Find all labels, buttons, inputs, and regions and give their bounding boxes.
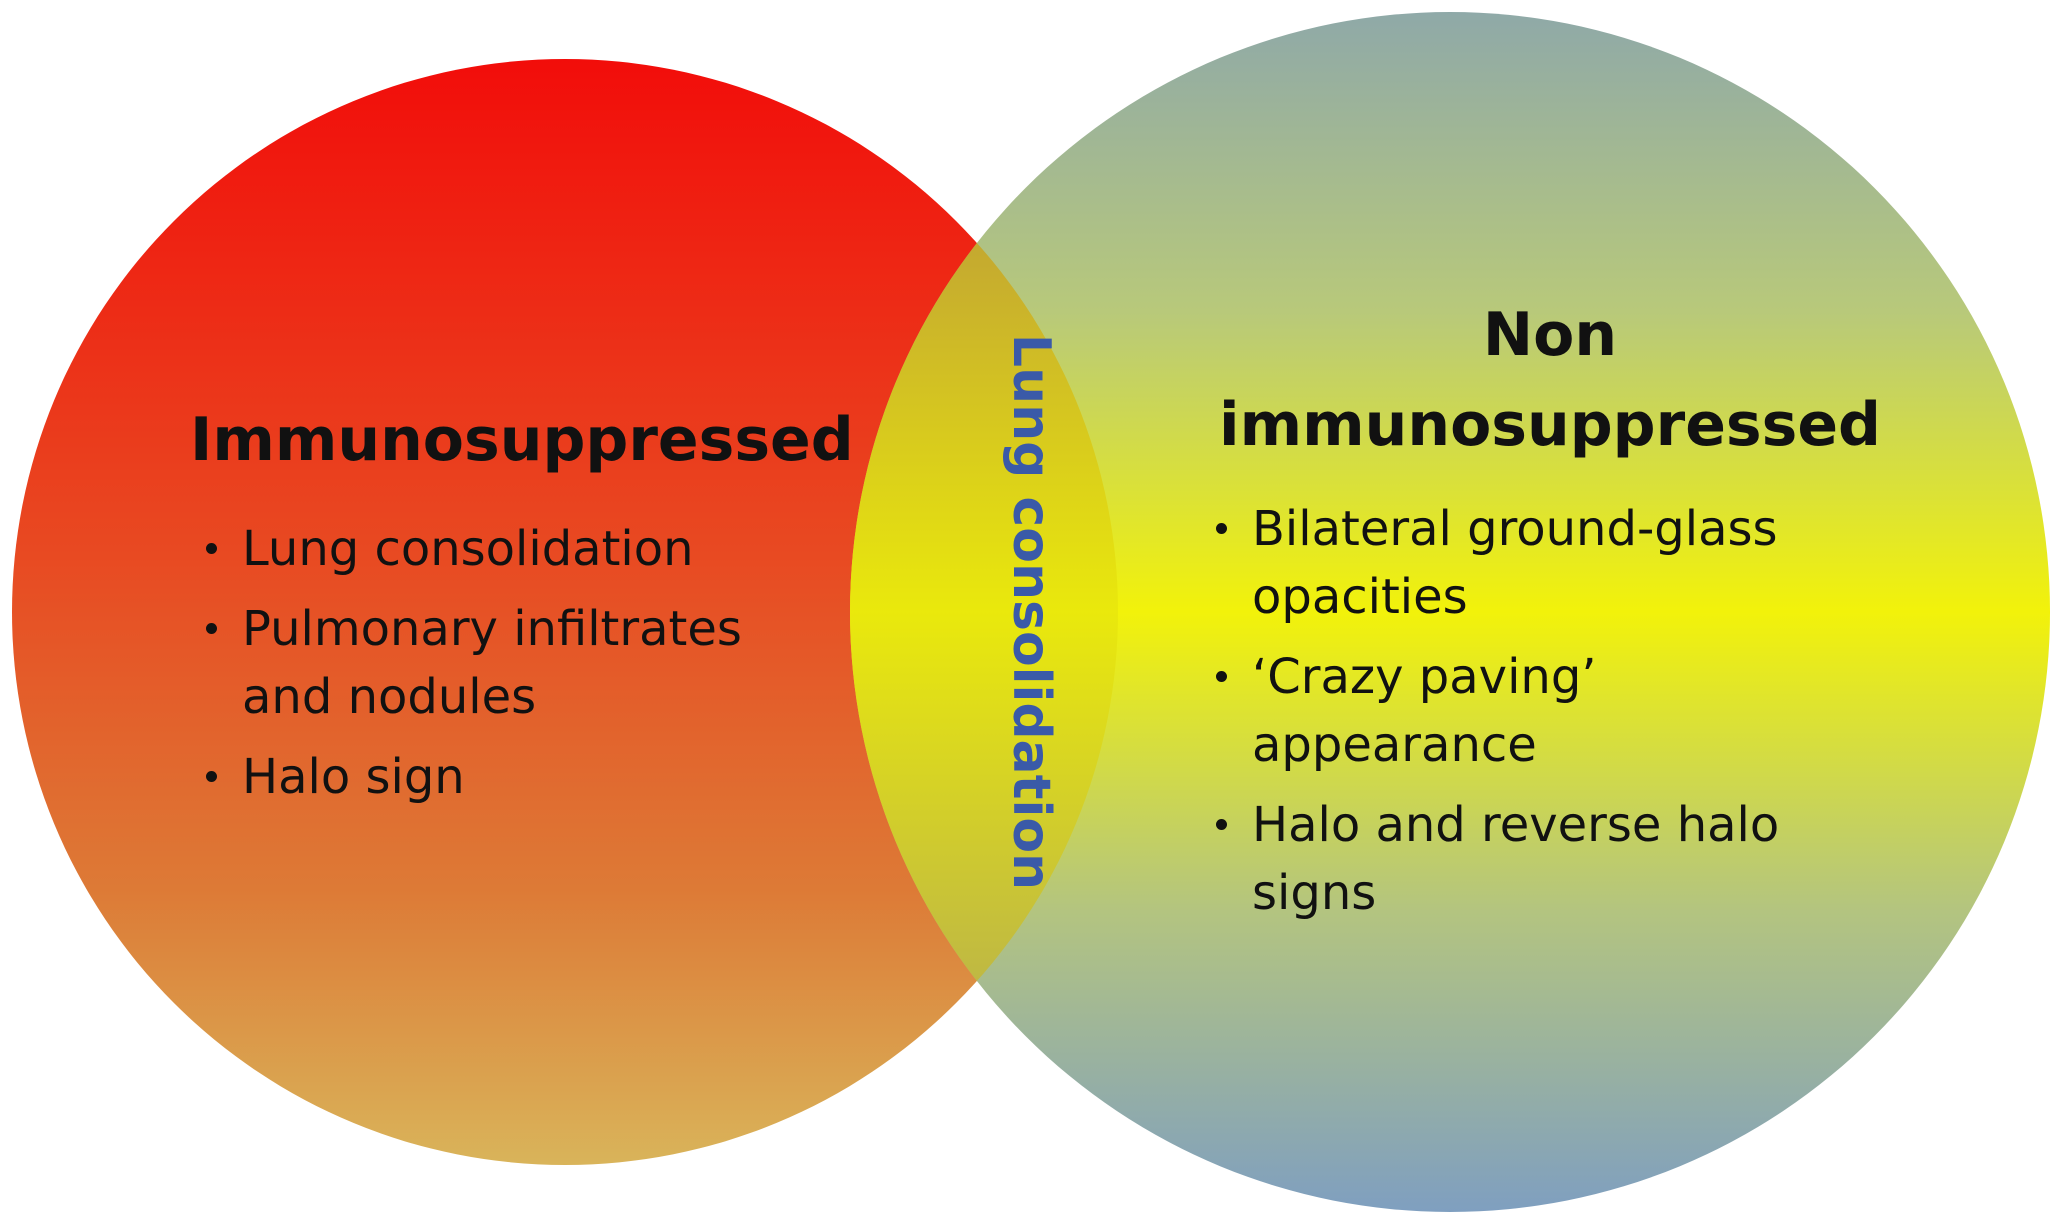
list-item: Halo sign <box>200 743 820 811</box>
title-line: immunosuppressed <box>1219 390 1881 460</box>
non-immunosuppressed-list: Bilateral ground-glass opacities ‘Crazy … <box>1210 495 1850 939</box>
list-item: Bilateral ground-glass opacities <box>1210 495 1850 631</box>
immunosuppressed-circle <box>12 59 1118 1165</box>
immunosuppressed-list: Lung consolidation Pulmonary infiltrates… <box>200 515 820 823</box>
list-item: ‘Crazy paving’ appearance <box>1210 643 1850 779</box>
intersection-label: Lung consolidation <box>1001 333 1061 891</box>
list-item: Halo and reverse halo signs <box>1210 791 1850 927</box>
non-immunosuppressed-circle <box>850 12 2050 1212</box>
title-line: Non <box>1482 300 1618 370</box>
non-immunosuppressed-title: Non immunosuppressed <box>1170 290 1930 470</box>
list-item: Pulmonary infiltrates and nodules <box>200 595 820 731</box>
list-item: Lung consolidation <box>200 515 820 583</box>
immunosuppressed-title: Immunosuppressed <box>190 405 854 475</box>
